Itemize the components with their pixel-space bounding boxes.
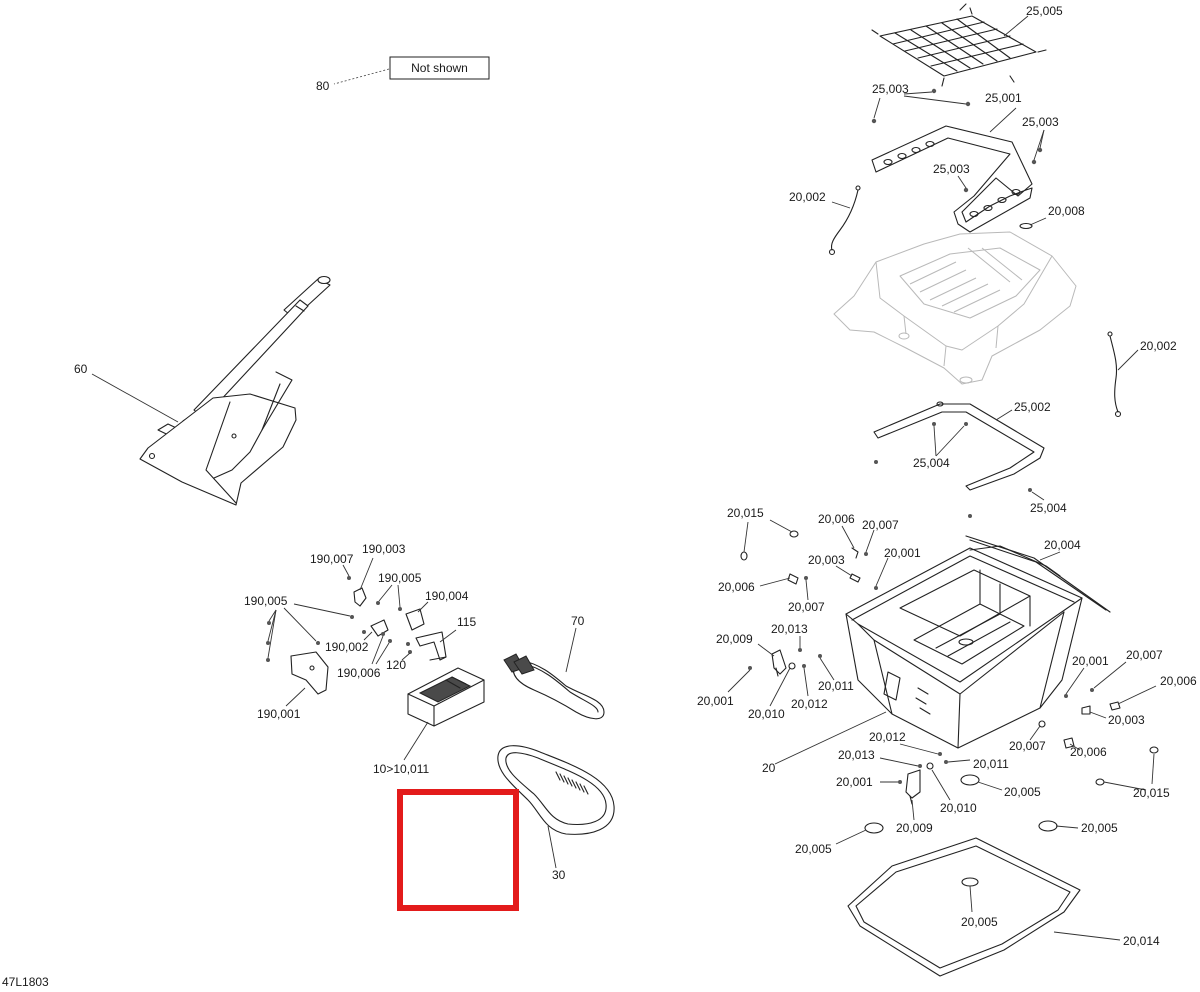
label-20012-b: 20,012 xyxy=(869,730,906,744)
label-20015-b: 20,015 xyxy=(1133,786,1170,800)
label-20006-b: 20,006 xyxy=(718,580,755,594)
storage-kit-box: 10>10,011 xyxy=(373,667,485,776)
tether-cable-upper: 20,002 xyxy=(789,185,861,256)
tub-hardware-right: 20,001 20,007 20,006 20,003 20,007 20,00… xyxy=(1009,648,1197,800)
label-25001: 25,001 xyxy=(985,91,1022,105)
label-190005-left: 190,005 xyxy=(244,594,288,608)
label-20007-b: 20,007 xyxy=(788,600,825,614)
seal-belt: 30 xyxy=(497,745,615,882)
label-190006: 190,006 xyxy=(337,666,381,680)
label-20002-right: 20,002 xyxy=(1140,339,1177,353)
label-120: 120 xyxy=(386,658,406,672)
label-20006-d: 20,006 xyxy=(1070,745,1107,759)
label-20002-upper: 20,002 xyxy=(789,190,826,204)
label-80: 80 xyxy=(316,79,330,93)
label-20011-b: 20,011 xyxy=(973,757,1009,771)
tether-cable-right: 20,002 xyxy=(1107,331,1177,418)
label-10-10011: 10>10,011 xyxy=(373,762,429,776)
label-30: 30 xyxy=(552,868,566,882)
box-lid xyxy=(833,231,1077,385)
top-rail: 25,001 xyxy=(871,91,1033,233)
label-60: 60 xyxy=(74,362,88,376)
label-20005-c: 20,005 xyxy=(1081,821,1118,835)
label-25004-b: 25,004 xyxy=(1030,501,1067,515)
label-190007: 190,007 xyxy=(310,552,354,566)
floor-mat: 20,005 20,014 xyxy=(847,837,1160,977)
tow-strap: 70 xyxy=(503,614,605,720)
label-190002: 190,002 xyxy=(325,640,369,654)
label-20007-a: 20,007 xyxy=(862,518,899,532)
label-20005-d: 20,005 xyxy=(961,915,998,929)
label-25004-a: 25,004 xyxy=(913,456,950,470)
not-shown-text: Not shown xyxy=(411,61,468,75)
label-20005-b: 20,005 xyxy=(795,842,832,856)
label-20007-c: 20,007 xyxy=(1126,648,1163,662)
label-190001: 190,001 xyxy=(257,707,301,721)
label-70: 70 xyxy=(571,614,585,628)
label-20008: 20,008 xyxy=(1048,204,1085,218)
label-20015-a: 20,015 xyxy=(727,506,764,520)
label-20007-d: 20,007 xyxy=(1009,739,1046,753)
label-20003-b: 20,003 xyxy=(1108,713,1145,727)
label-20014: 20,014 xyxy=(1123,934,1160,948)
label-20001-b: 20,001 xyxy=(697,694,734,708)
gasket-strip: 20,004 xyxy=(965,535,1111,613)
label-20005-a: 20,005 xyxy=(1004,785,1041,799)
cargo-net: 25,005 xyxy=(871,3,1063,87)
label-20001-a: 20,001 xyxy=(884,546,921,560)
document-code: 47L1803 xyxy=(2,975,49,989)
label-115: 115 xyxy=(457,615,476,629)
storage-tub: 20 xyxy=(762,545,1083,775)
label-25003-a: 25,003 xyxy=(872,82,909,96)
label-20009-b: 20,009 xyxy=(896,821,933,835)
label-25003-c: 25,003 xyxy=(933,162,970,176)
label-20006-c: 20,006 xyxy=(1160,674,1197,688)
front-latch-group: 20,012 20,011 20,013 20,010 20,001 20,00… xyxy=(795,730,1118,856)
rail-screws: 25,003 25,003 25,003 xyxy=(871,82,1059,193)
tub-hardware-left: 20,015 20,006 20,007 20,003 20,001 20,00… xyxy=(697,506,921,721)
label-25002: 25,002 xyxy=(1014,400,1051,414)
label-20010-a: 20,010 xyxy=(748,707,785,721)
label-20013-a: 20,013 xyxy=(771,622,808,636)
bracket-hardware-group: 190,001 190,005 190,007 190,003 190,005 … xyxy=(244,542,476,721)
lower-rail: 25,002 25,004 25,004 xyxy=(873,400,1067,518)
label-20001-c: 20,001 xyxy=(1072,654,1109,668)
not-shown-note: Not shown 80 xyxy=(316,56,490,93)
label-190004: 190,004 xyxy=(425,589,469,603)
small-seal-20008: 20,008 xyxy=(1019,204,1085,230)
label-20011-a: 20,011 xyxy=(818,679,854,693)
label-20006-a: 20,006 xyxy=(818,512,855,526)
label-190003: 190,003 xyxy=(362,542,406,556)
label-20: 20 xyxy=(762,761,776,775)
label-20013-b: 20,013 xyxy=(838,748,875,762)
shovel-part: 60 xyxy=(74,275,331,506)
label-25003-b: 25,003 xyxy=(1022,115,1059,129)
label-20012-a: 20,012 xyxy=(791,697,828,711)
label-25005: 25,005 xyxy=(1026,4,1063,18)
label-20001-d: 20,001 xyxy=(836,775,873,789)
label-20004: 20,004 xyxy=(1044,538,1081,552)
label-20010-b: 20,010 xyxy=(940,801,977,815)
label-190005-right: 190,005 xyxy=(378,571,422,585)
label-20009-a: 20,009 xyxy=(716,632,753,646)
highlight-frame xyxy=(397,789,519,911)
label-20003-a: 20,003 xyxy=(808,553,845,567)
